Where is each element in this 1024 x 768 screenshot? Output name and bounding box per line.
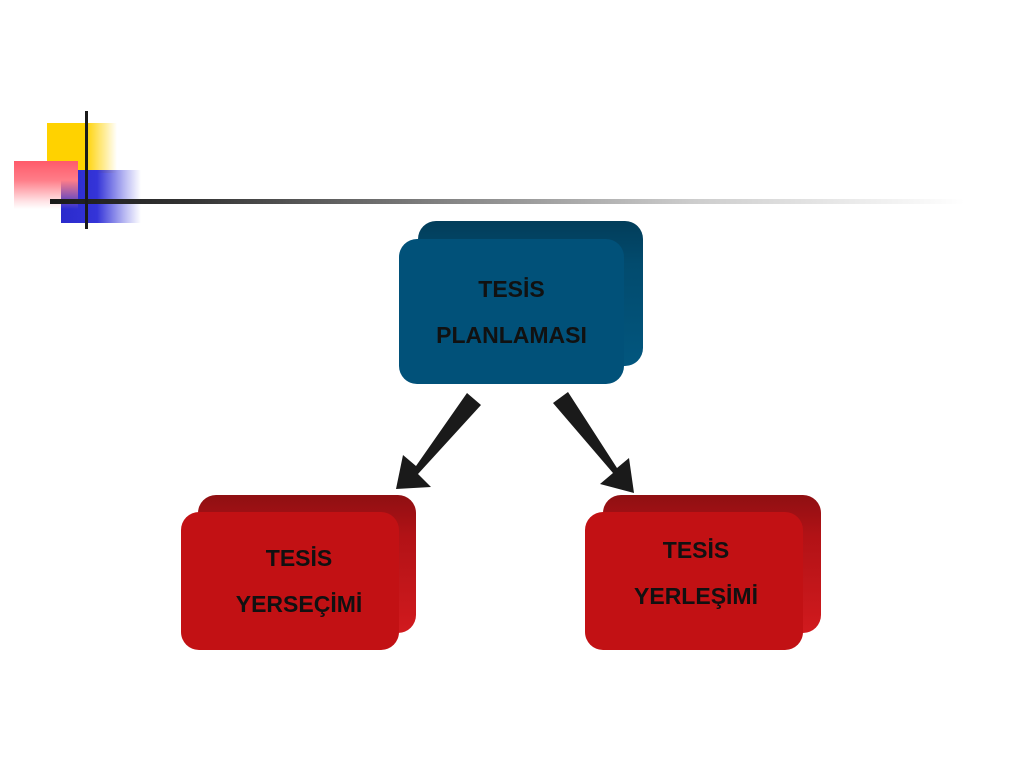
decor-vertical-rule <box>85 111 88 229</box>
right-box-line2: YERLEŞİMİ <box>634 583 758 609</box>
left-box: TESİS YERSEÇİMİ <box>181 512 399 650</box>
arrow-to-right-box <box>553 392 634 493</box>
top-box: TESİS PLANLAMASI <box>399 239 624 384</box>
decor-horizontal-rule <box>50 199 965 204</box>
right-box: TESİS YERLEŞİMİ <box>585 512 803 650</box>
right-box-line1: TESİS <box>662 537 730 563</box>
top-box-line2: PLANLAMASI <box>436 321 587 348</box>
left-box-line2: YERSEÇİMİ <box>235 591 363 617</box>
arrow-to-left-box <box>396 393 481 489</box>
top-box-line1: TESİS <box>478 275 545 302</box>
left-box-line1: TESİS <box>265 545 333 571</box>
